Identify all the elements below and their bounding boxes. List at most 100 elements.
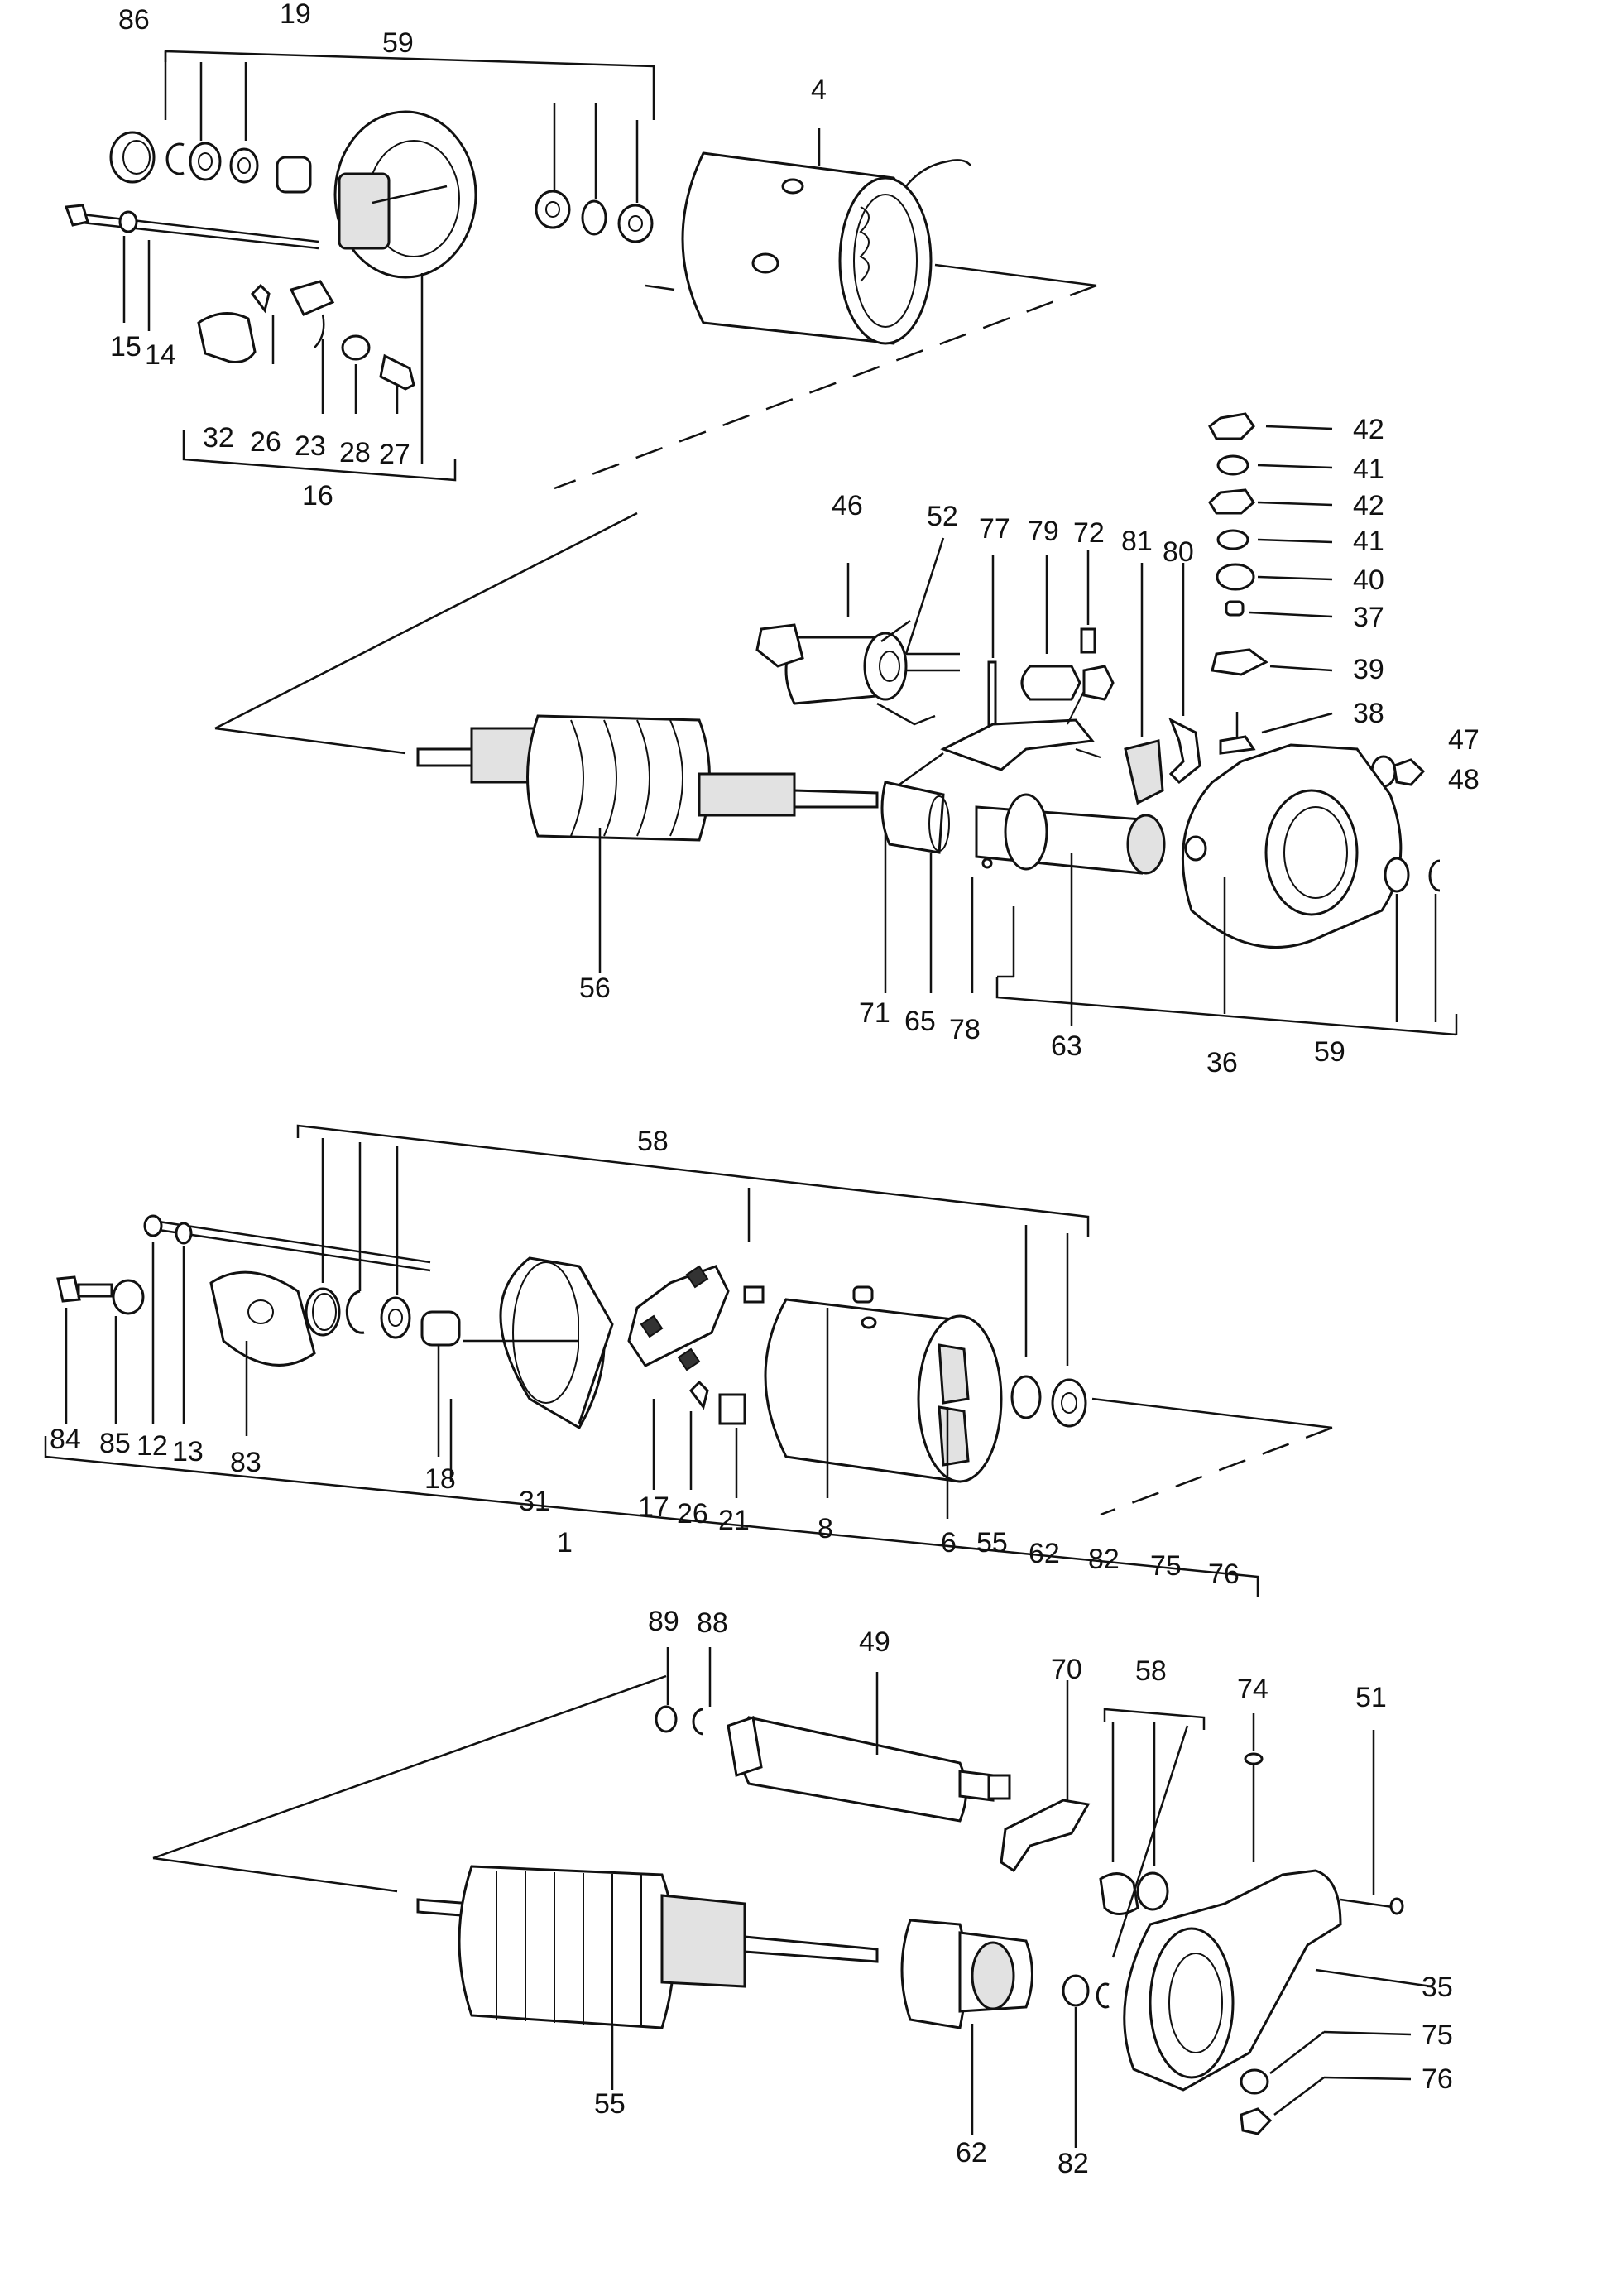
- callout-labels: 86 19 59 4 15 14 32 26 23 28 27 16 42 41…: [50, 0, 1480, 2179]
- armature-56: [526, 714, 711, 842]
- gasket-83: [209, 1270, 316, 1367]
- bracket-59b: [995, 977, 1457, 1036]
- bracket-1: [44, 1436, 1259, 1597]
- callout-28: 28: [339, 437, 371, 468]
- callout-85: 85: [99, 1428, 131, 1459]
- pin-77: [987, 660, 997, 730]
- section-upper-end-frame: [64, 50, 1097, 490]
- callout-58b: 58: [1135, 1655, 1167, 1687]
- callout-65: 65: [904, 1006, 936, 1037]
- nut-48: [1393, 758, 1426, 786]
- spring-26b: [689, 1380, 709, 1410]
- callout-52: 52: [927, 501, 958, 532]
- solenoid-49: [739, 1716, 967, 1823]
- drive-pinion-63: [975, 805, 1149, 875]
- stop-ring-82: [1062, 1974, 1090, 2007]
- terminal-clip: [743, 1285, 765, 1304]
- callout-63: 63: [1051, 1030, 1082, 1062]
- callout-49: 49: [859, 1626, 890, 1658]
- callout-26: 26: [250, 426, 281, 458]
- callout-55b: 55: [594, 2088, 626, 2120]
- bolt-51: [1340, 1898, 1399, 1909]
- callout-46: 46: [832, 490, 863, 521]
- circlip: [165, 142, 185, 175]
- nut-76: [1240, 2107, 1273, 2135]
- callout-88: 88: [697, 1607, 728, 1639]
- section-field-frame: [44, 1124, 1333, 1597]
- callout-23: 23: [295, 430, 326, 462]
- callout-59: 59: [382, 27, 414, 59]
- screw-27: [379, 353, 415, 391]
- callout-79: 79: [1028, 516, 1059, 547]
- washer-3: [535, 190, 571, 229]
- spacer-37: [1225, 600, 1245, 617]
- callout-51: 51: [1355, 1682, 1387, 1713]
- washer-41b: [1216, 529, 1249, 550]
- fork-71: [940, 718, 1095, 771]
- callout-83: 83: [230, 1447, 261, 1478]
- ring-58: [1099, 1872, 1139, 1915]
- callout-17: 17: [638, 1491, 669, 1523]
- ball-78: [981, 857, 993, 869]
- callout-32: 32: [203, 422, 234, 454]
- callout-74: 74: [1237, 1674, 1268, 1705]
- washer-40: [1216, 563, 1255, 591]
- lock-washer-28: [341, 334, 371, 361]
- callout-16: 16: [302, 480, 333, 512]
- callout-41b: 41: [1353, 526, 1384, 557]
- bushing-18: [420, 1310, 461, 1347]
- washer-2: [229, 147, 259, 184]
- callout-76b: 76: [1422, 2063, 1453, 2095]
- bracket-59: [164, 50, 655, 120]
- callout-42b: 42: [1353, 490, 1384, 521]
- callout-82: 82: [1088, 1544, 1120, 1575]
- callout-78: 78: [949, 1014, 981, 1045]
- callout-19: 19: [280, 0, 311, 30]
- callout-56: 56: [579, 973, 611, 1004]
- callout-62: 62: [1029, 1538, 1060, 1569]
- callout-70: 70: [1051, 1654, 1082, 1685]
- callout-35: 35: [1422, 1972, 1453, 2003]
- lever-81: [1124, 739, 1164, 805]
- callout-71: 71: [859, 997, 890, 1029]
- washer-75: [1240, 2068, 1269, 2095]
- callout-13: 13: [172, 1436, 204, 1467]
- washer-85: [112, 1279, 145, 1315]
- washer-41: [1216, 454, 1249, 476]
- callout-76: 76: [1208, 1559, 1240, 1590]
- callout-55: 55: [976, 1527, 1008, 1559]
- bolt-84: [56, 1275, 81, 1303]
- callout-4: 4: [811, 74, 827, 106]
- callout-15: 15: [110, 331, 141, 363]
- bracket-16: [182, 430, 457, 482]
- callout-47: 47: [1448, 724, 1480, 756]
- bracket-39: [1211, 648, 1268, 676]
- callout-82b: 82: [1057, 2148, 1089, 2179]
- brush-21: [718, 1393, 746, 1425]
- callout-40: 40: [1353, 564, 1384, 596]
- callout-72: 72: [1073, 517, 1105, 549]
- terminal-38: [1219, 735, 1256, 755]
- nut-89: [655, 1705, 678, 1733]
- callout-21: 21: [718, 1505, 750, 1536]
- callout-8: 8: [818, 1513, 833, 1544]
- callout-12: 12: [137, 1430, 168, 1462]
- callout-41: 41: [1353, 454, 1384, 485]
- callout-84: 84: [50, 1424, 81, 1455]
- callout-80: 80: [1163, 536, 1194, 568]
- lock-washer-88: [692, 1708, 704, 1736]
- callout-59b: 59: [1314, 1036, 1345, 1068]
- callout-75: 75: [1150, 1550, 1182, 1582]
- callout-36: 36: [1206, 1047, 1238, 1078]
- callout-1: 1: [557, 1527, 573, 1559]
- through-bolt: [74, 212, 319, 243]
- callout-18: 18: [424, 1463, 456, 1495]
- bushing-19: [276, 156, 312, 194]
- brush-cover-32: [197, 312, 257, 363]
- callout-86: 86: [118, 4, 150, 36]
- callout-42: 42: [1353, 414, 1384, 445]
- fork-70: [1000, 1799, 1091, 1873]
- callout-14: 14: [145, 339, 176, 371]
- brush-23: [289, 280, 335, 316]
- callout-58: 58: [637, 1126, 669, 1157]
